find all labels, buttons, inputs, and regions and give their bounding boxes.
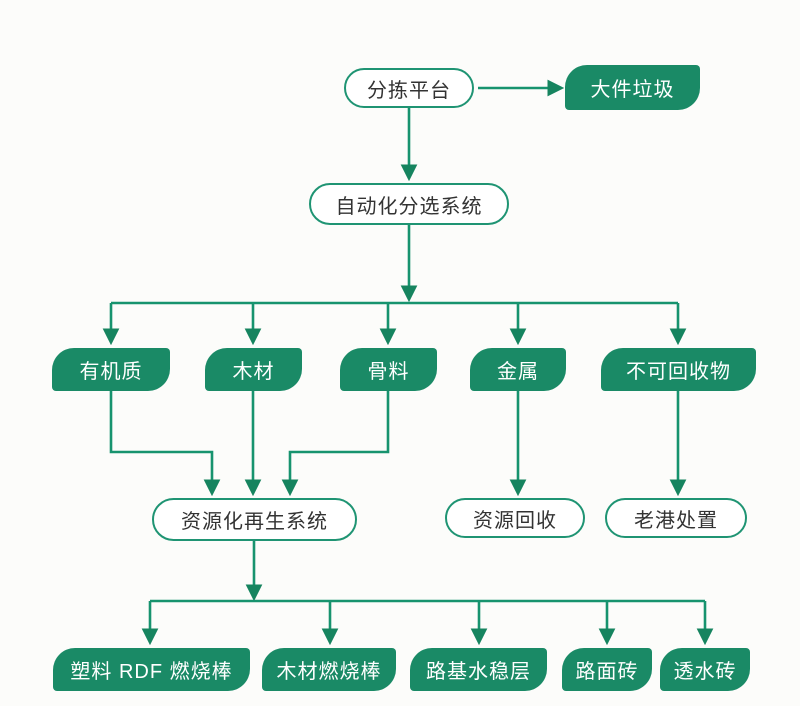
node-laogang-disposal: 老港处置 xyxy=(605,498,747,538)
node-sorting-platform: 分拣平台 xyxy=(344,68,474,108)
node-plastic-rdf-rod: 塑料 RDF 燃烧棒 xyxy=(53,648,250,691)
node-resource-regen-system: 资源化再生系统 xyxy=(152,498,357,541)
node-resource-recovery: 资源回收 xyxy=(445,498,585,538)
node-pavement-brick: 路面砖 xyxy=(562,648,652,691)
node-roadbed-layer: 路基水稳层 xyxy=(410,648,547,691)
edge-organic-to-regen xyxy=(109,391,221,497)
node-wood-rod: 木材燃烧棒 xyxy=(262,648,396,691)
edge-aggregate-to-regen xyxy=(281,391,390,497)
node-bulky-waste: 大件垃圾 xyxy=(565,65,700,110)
node-metal: 金属 xyxy=(470,348,566,391)
node-permeable-brick: 透水砖 xyxy=(660,648,750,691)
node-aggregate: 骨料 xyxy=(340,348,437,391)
node-auto-sorting-system: 自动化分选系统 xyxy=(309,183,509,225)
node-non-recyclable: 不可回收物 xyxy=(601,348,756,391)
node-organic: 有机质 xyxy=(52,348,170,391)
node-wood: 木材 xyxy=(205,348,302,391)
